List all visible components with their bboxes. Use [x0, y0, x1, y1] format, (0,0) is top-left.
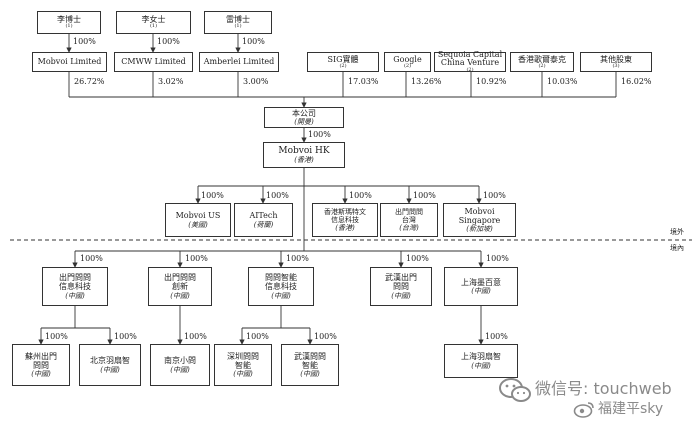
shareholder-others: 其他股東(3)	[580, 52, 652, 72]
sub-shanghai-yushanzhi: 上海羽扇智 (中國)	[444, 344, 518, 378]
sub-mobvoi-info-tech: 出門問問 信息科技 (中國)	[42, 267, 108, 306]
pct-others: 16.02%	[621, 77, 652, 86]
pct-company: 100%	[308, 130, 331, 139]
pct-domestic-1: 100%	[80, 254, 103, 263]
pct-third-2: 100%	[114, 332, 137, 341]
label-overseas: 境外	[670, 228, 684, 236]
pct-overseas-5: 100%	[483, 191, 506, 200]
sub-suzhou-mobvoi: 蘇州出門 問問 (中國)	[12, 344, 70, 386]
pct-domestic-3: 100%	[286, 254, 309, 263]
shareholder-cmww-limited: CMWW Limited	[114, 52, 193, 72]
sub-mobvoi-singapore: Mobvoi Singapore (新加坡)	[443, 203, 516, 237]
mobvoi-hk-box: Mobvoi HK (香港)	[263, 142, 345, 168]
label-domestic: 境內	[670, 244, 684, 252]
pct-hk-rongxin: 10.03%	[547, 77, 578, 86]
pct-overseas-4: 100%	[413, 191, 436, 200]
shareholder-amberlei-limited: Amberlei Limited	[199, 52, 279, 72]
pct-dr-lei: 100%	[242, 37, 265, 46]
pct-mobvoi-limited: 26.72%	[74, 77, 105, 86]
shareholder-ms-li: 李女士(1)	[116, 11, 191, 34]
pct-third-1: 100%	[45, 332, 68, 341]
sub-shanghai-mobaiyi: 上海墨百意 (中國)	[444, 267, 518, 306]
shareholder-sequoia: Sequoia Capital China Venture(2)	[434, 50, 506, 73]
sub-mobvoi-us: Mobvoi US (美國)	[165, 203, 231, 237]
pct-cmww-limited: 3.02%	[158, 77, 184, 86]
shareholder-google: Google(2)	[384, 52, 431, 72]
shareholder-sig: SIG實體(2)	[307, 52, 379, 72]
weibo-icon	[573, 402, 594, 418]
pct-google: 13.26%	[411, 77, 442, 86]
pct-domestic-5: 100%	[486, 254, 509, 263]
pct-overseas-1: 100%	[201, 191, 224, 200]
pct-overseas-3: 100%	[349, 191, 372, 200]
sub-beijing-yushanzhi: 北京羽扇智 (中國)	[79, 344, 141, 386]
shareholder-dr-li: 李博士(1)	[37, 11, 101, 34]
sub-nanjing-xiaowen: 南京小問 (中國)	[150, 344, 210, 386]
pct-third-5: 100%	[314, 332, 337, 341]
shareholder-hk-rongxin: 香港歌爾泰克(2)	[510, 52, 574, 72]
pct-third-6: 100%	[485, 332, 508, 341]
sub-wuhan-mobvoi: 武漢出門 問問 (中國)	[370, 267, 432, 306]
sub-hk-smart: 香港斯瑪特文 信息科技 (香港)	[312, 203, 378, 237]
shareholder-mobvoi-limited: Mobvoi Limited	[32, 52, 107, 72]
pct-sig: 17.03%	[348, 77, 379, 86]
sub-mobvoi-innovation: 出門問問 創新 (中國)	[148, 267, 212, 306]
pct-dr-li: 100%	[73, 37, 96, 46]
company-box: 本公司 (開曼)	[264, 107, 344, 128]
sub-wuhan-wenwen: 武漢問問 智能 (中國)	[281, 344, 339, 386]
wechat-icon	[499, 378, 531, 402]
watermark-wechat-id: 微信号: touchweb	[535, 379, 672, 398]
sub-wenwen-intelligent: 問問智能 信息科技 (中國)	[248, 267, 314, 306]
sub-mobvoi-taiwan: 出門問問 台灣 (台灣)	[380, 203, 438, 237]
shareholder-dr-lei: 雷博士(1)	[204, 11, 272, 34]
pct-third-3: 100%	[184, 332, 207, 341]
pct-domestic-4: 100%	[406, 254, 429, 263]
pct-amberlei-limited: 3.00%	[243, 77, 269, 86]
pct-sequoia: 10.92%	[476, 77, 507, 86]
pct-third-4: 100%	[246, 332, 269, 341]
pct-ms-li: 100%	[157, 37, 180, 46]
pct-overseas-2: 100%	[266, 191, 289, 200]
pct-domestic-2: 100%	[185, 254, 208, 263]
sub-aitech: AITech (荷蘭)	[234, 203, 293, 237]
sub-shenzhen-wenwen: 深圳問問 智能 (中國)	[214, 344, 272, 386]
watermark-weibo-name: 福建平sky	[598, 401, 664, 417]
